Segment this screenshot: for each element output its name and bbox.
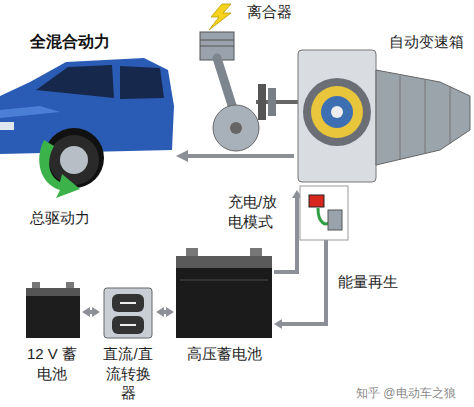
clutch	[258, 84, 276, 120]
converter-window	[112, 316, 144, 334]
flow-label: 能量再生	[336, 272, 400, 292]
component-label: 自动变速箱	[292, 32, 464, 52]
inverter-connector	[328, 210, 342, 230]
watermark: 知乎 @电动车之狼	[356, 386, 456, 402]
battery-12v	[26, 282, 80, 338]
converter-slot	[120, 302, 136, 304]
rotor-hub	[331, 106, 343, 118]
crank-disk	[213, 105, 259, 151]
inverter-chip	[309, 195, 324, 207]
converter-slot	[120, 324, 136, 326]
annotation-label: 总驱动力	[30, 208, 90, 228]
battery-ridge	[180, 279, 268, 281]
terminal	[32, 282, 40, 288]
drive-line	[188, 154, 294, 158]
clutch-plate	[268, 88, 276, 116]
component-label: 高压蓄电池	[174, 344, 274, 364]
component-node: 自动变速箱	[292, 30, 470, 190]
battery-body	[26, 296, 80, 338]
battery-hv	[176, 248, 272, 338]
terminal	[250, 248, 262, 256]
flow-label: 充电/放电模式	[226, 192, 292, 231]
piston-ring	[200, 46, 234, 47]
inverter-box	[300, 186, 348, 240]
drive-arrow-green	[39, 140, 80, 198]
piston-ring	[200, 40, 234, 41]
gearbox	[376, 70, 470, 165]
winding	[311, 86, 363, 138]
energy-flow-arrow	[90, 310, 92, 314]
dcdc-converter	[104, 288, 152, 338]
rotor	[321, 96, 353, 128]
energy-flow-arrow	[164, 310, 166, 314]
headlight	[0, 122, 14, 130]
component-node: 高压蓄电池	[174, 250, 274, 366]
transmission	[298, 50, 470, 182]
gearbox-rib	[450, 86, 451, 144]
engine	[200, 4, 300, 151]
component-label: 12 V 蓄电池	[22, 344, 82, 383]
component-label: 离合器	[240, 2, 298, 22]
terminal	[66, 282, 74, 288]
tyre	[49, 135, 99, 185]
stator	[303, 78, 371, 146]
battery-lid	[176, 256, 272, 268]
car-window	[120, 66, 164, 99]
terminal	[186, 248, 198, 256]
car	[0, 58, 174, 198]
battery-body	[176, 268, 272, 338]
title: 全混合动力	[30, 32, 110, 53]
drive-arrowhead	[176, 150, 188, 162]
component-node: 离合器	[240, 2, 298, 120]
component-node: 12 V 蓄电池	[22, 278, 82, 385]
gearbox-rib	[425, 80, 426, 153]
spark	[209, 4, 231, 30]
car-window	[36, 65, 114, 98]
gearbox-rib	[400, 76, 401, 159]
battery-lid	[26, 288, 80, 296]
component-node: 直流/直流转换器	[100, 282, 156, 405]
drive-arrow	[176, 150, 294, 162]
crank-hub	[230, 122, 242, 134]
converter-box	[104, 288, 152, 338]
car-highlight	[0, 106, 60, 118]
clutch-plate	[258, 84, 266, 120]
motor-housing	[298, 50, 376, 182]
rim	[60, 146, 88, 174]
inverter	[300, 186, 348, 240]
component-label: 直流/直流转换器	[100, 344, 156, 403]
converter-window	[112, 294, 144, 312]
